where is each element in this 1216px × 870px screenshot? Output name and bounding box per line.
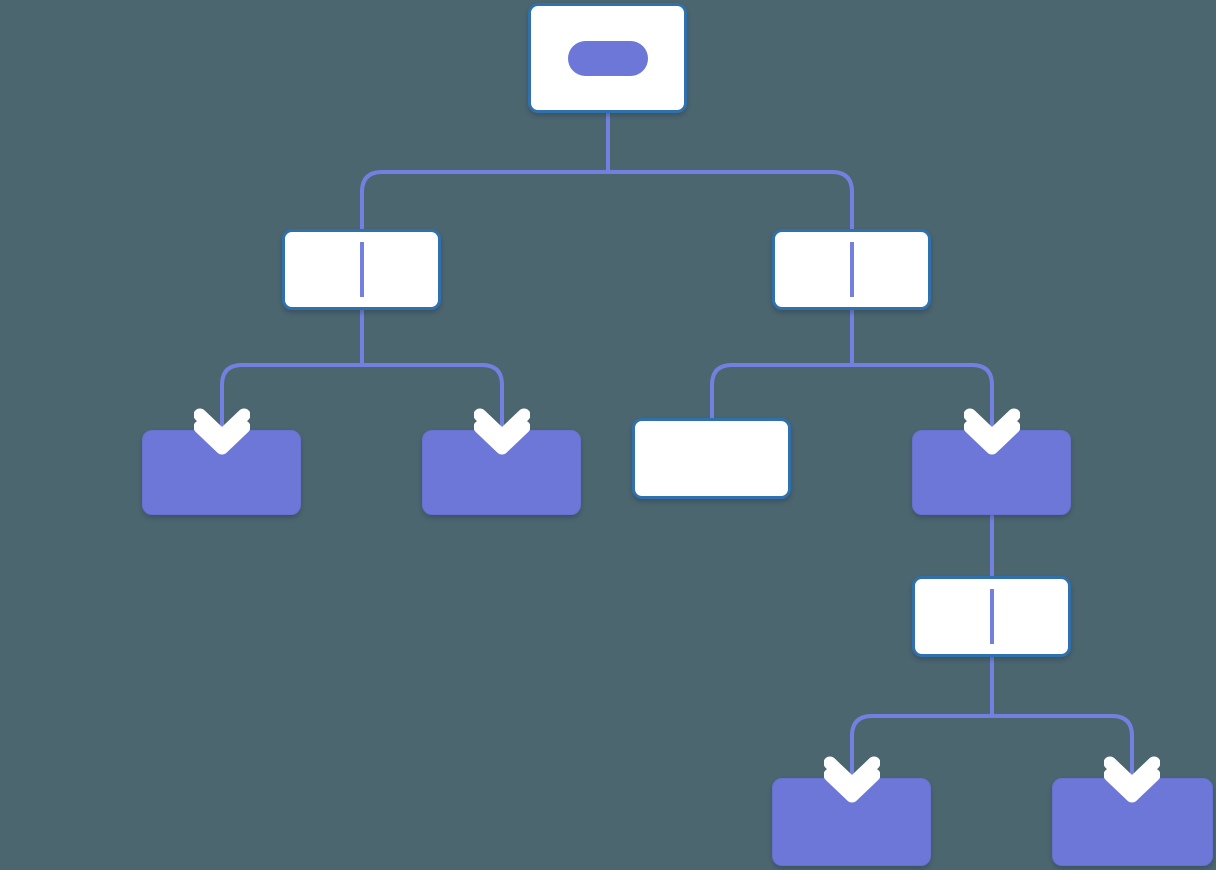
node-branch-sub[interactable] xyxy=(912,576,1071,657)
node-branch-left[interactable] xyxy=(282,229,441,310)
edge-n1-n3 xyxy=(608,170,854,229)
edge-n1-n2 xyxy=(360,170,608,229)
node-root-pill-icon xyxy=(568,41,648,76)
node-leaf-5[interactable] xyxy=(772,778,931,866)
node-leaf-3[interactable] xyxy=(632,418,791,499)
node-leaf-2[interactable] xyxy=(422,430,581,515)
node-leaf-4[interactable] xyxy=(912,430,1071,515)
node-leaf-1[interactable] xyxy=(142,430,301,515)
edge-n3-n6 xyxy=(710,363,852,418)
node-branch-right[interactable] xyxy=(772,229,931,310)
node-leaf-6[interactable] xyxy=(1052,778,1213,866)
